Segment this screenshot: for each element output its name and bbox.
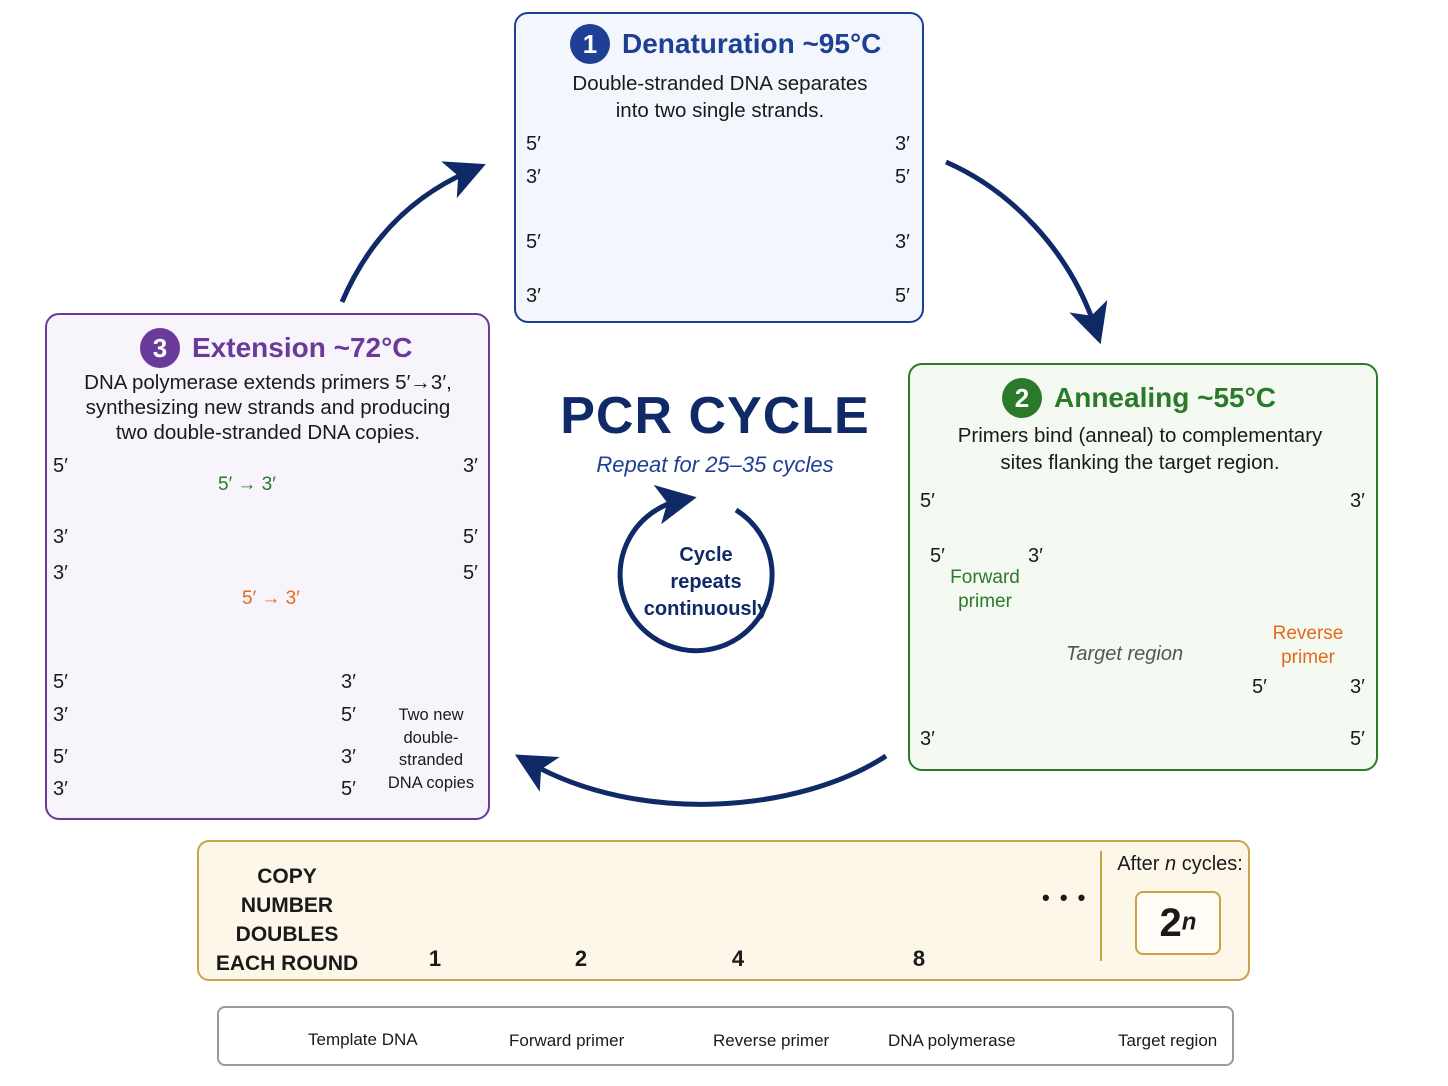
annealing-heading: 2 Annealing ~55°C: [1002, 378, 1276, 418]
copy-count-1: 1: [428, 946, 442, 971]
formula-box: 2n: [1135, 891, 1221, 955]
legend-forward-primer: Forward primer: [509, 1031, 625, 1050]
end-label: 5′: [920, 490, 935, 512]
legend-template-dna: Template DNA: [308, 1030, 418, 1049]
center-loop-line2: repeats: [670, 571, 742, 593]
end-label: 5′: [895, 166, 910, 188]
step-1-badge: 1: [570, 24, 610, 64]
end-label: 3′: [526, 166, 541, 188]
cycle-arrow-denaturation-to-annealing: [944, 159, 1108, 345]
formula-exponent: n: [1181, 908, 1197, 936]
end-label: 3′: [53, 562, 68, 584]
two-copies-label-line1: Two new: [398, 706, 464, 724]
center-loop-arrow: [617, 485, 775, 654]
legend-dna-polymerase: DNA polymerase: [888, 1031, 1016, 1050]
extension-desc-line3: two double-stranded DNA copies.: [115, 421, 421, 444]
denaturation-description: Double-stranded DNA separates into two s…: [530, 70, 910, 124]
end-label: 3′: [53, 778, 68, 800]
center-loop-line1: Cycle: [679, 544, 733, 566]
extension-description: DNA polymerase extends primers 5′→3′, sy…: [58, 370, 478, 445]
end-label: 5′: [341, 778, 356, 800]
after-variable: n: [1165, 853, 1177, 875]
end-label: 3′: [526, 285, 541, 307]
extension-heading: 3 Extension ~72°C: [140, 328, 413, 368]
end-label: 5′: [463, 526, 478, 548]
denaturation-title: Denaturation ~95°C: [622, 28, 882, 59]
end-label: 3′: [1028, 545, 1043, 567]
copy-number-box: [197, 840, 1250, 981]
extension-title: Extension ~72°C: [192, 332, 413, 363]
extension-desc-line2: synthesizing new strands and producing: [85, 396, 451, 419]
end-label: 3′: [53, 526, 68, 548]
annealing-description: Primers bind (anneal) to complementary s…: [920, 422, 1360, 476]
end-label: 3′: [1350, 490, 1365, 512]
cycle-arrow-annealing-to-extension: [514, 753, 888, 807]
copy-divider: [1100, 851, 1102, 961]
end-label: 5′: [895, 285, 910, 307]
end-label: 3′: [53, 704, 68, 726]
denaturation-heading: 1 Denaturation ~95°C: [570, 24, 881, 64]
end-label: 5′: [1350, 728, 1365, 750]
extension-desc-line1: DNA polymerase extends primers 5′→3′,: [84, 371, 452, 394]
two-copies-label: Two new double-stranded DNA copies: [374, 704, 488, 794]
end-label: 3′: [341, 671, 356, 693]
legend-target-region: Target region: [1118, 1031, 1218, 1050]
after-suffix: cycles:: [1181, 853, 1243, 875]
page-title: PCR CYCLE: [560, 387, 870, 445]
copy-number-label-line3: EACH ROUND: [215, 952, 359, 975]
end-label: 5′: [526, 231, 541, 253]
copy-count-2: 2: [574, 946, 588, 971]
end-label: 3′: [895, 133, 910, 155]
formula-base: 2: [1159, 901, 1182, 945]
step-2-badge: 2: [1002, 378, 1042, 418]
annealing-panel: [908, 363, 1378, 771]
forward-primer-label: Forward primer: [944, 566, 1026, 614]
denaturation-desc-line2: into two single strands.: [615, 99, 825, 122]
end-label: 5′: [341, 704, 356, 726]
cycle-arrow-extension-to-denaturation: [339, 161, 486, 303]
annealing-desc-line2: sites flanking the target region.: [1000, 451, 1280, 474]
forward-extension-direction: 5′ → 3′: [218, 474, 276, 495]
forward-primer-label-line1: Forward: [950, 567, 1020, 588]
copy-count-8: 8: [912, 946, 926, 971]
end-label: 5′: [930, 545, 945, 567]
reverse-extension-direction: 5′ → 3′: [242, 588, 300, 609]
copy-number-label-line2: DOUBLES: [235, 923, 339, 946]
legend-reverse-primer: Reverse primer: [713, 1031, 830, 1050]
copy-ellipsis: • • •: [1042, 885, 1088, 910]
end-label: 3′: [341, 746, 356, 768]
copy-number-label-line1: COPY NUMBER: [240, 865, 334, 917]
step-3-badge: 3: [140, 328, 180, 368]
reverse-primer-label: Reverse primer: [1266, 622, 1350, 670]
two-copies-label-line3: DNA copies: [387, 773, 475, 792]
page-subtitle: Repeat for 25–35 cycles: [596, 452, 834, 477]
end-label: 5′: [53, 671, 68, 693]
copy-number-label: COPY NUMBER DOUBLES EACH ROUND: [210, 862, 364, 978]
center-loop-label: Cycle repeats continuously: [630, 542, 782, 623]
two-copies-label-line2: double-stranded: [398, 728, 464, 770]
center-loop-line3: continuously: [643, 598, 769, 620]
annealing-title: Annealing ~55°C: [1054, 382, 1277, 413]
extension-panel: [45, 313, 490, 820]
target-region-label: Target region: [1066, 643, 1184, 665]
end-label: 5′: [53, 746, 68, 768]
end-label: 5′: [53, 455, 68, 477]
end-label: 3′: [895, 231, 910, 253]
end-label: 5′: [463, 562, 478, 584]
end-label: 3′: [1350, 676, 1365, 698]
annealing-desc-line1: Primers bind (anneal) to complementary: [957, 424, 1323, 447]
end-label: 3′: [463, 455, 478, 477]
forward-primer-label-line2: primer: [958, 591, 1012, 612]
reverse-primer-label-line1: Reverse: [1272, 623, 1344, 644]
copy-count-4: 4: [731, 946, 745, 971]
denaturation-desc-line1: Double-stranded DNA separates: [572, 72, 868, 95]
after-label: After: [1117, 853, 1160, 875]
reverse-primer-label-line2: primer: [1281, 647, 1335, 668]
legend: [217, 1006, 1234, 1066]
end-label: 3′: [920, 728, 935, 750]
denaturation-panel: [514, 12, 924, 323]
end-label: 5′: [1252, 676, 1267, 698]
after-n-cycles: After n cycles:: [1112, 853, 1248, 876]
end-label: 5′: [526, 133, 541, 155]
